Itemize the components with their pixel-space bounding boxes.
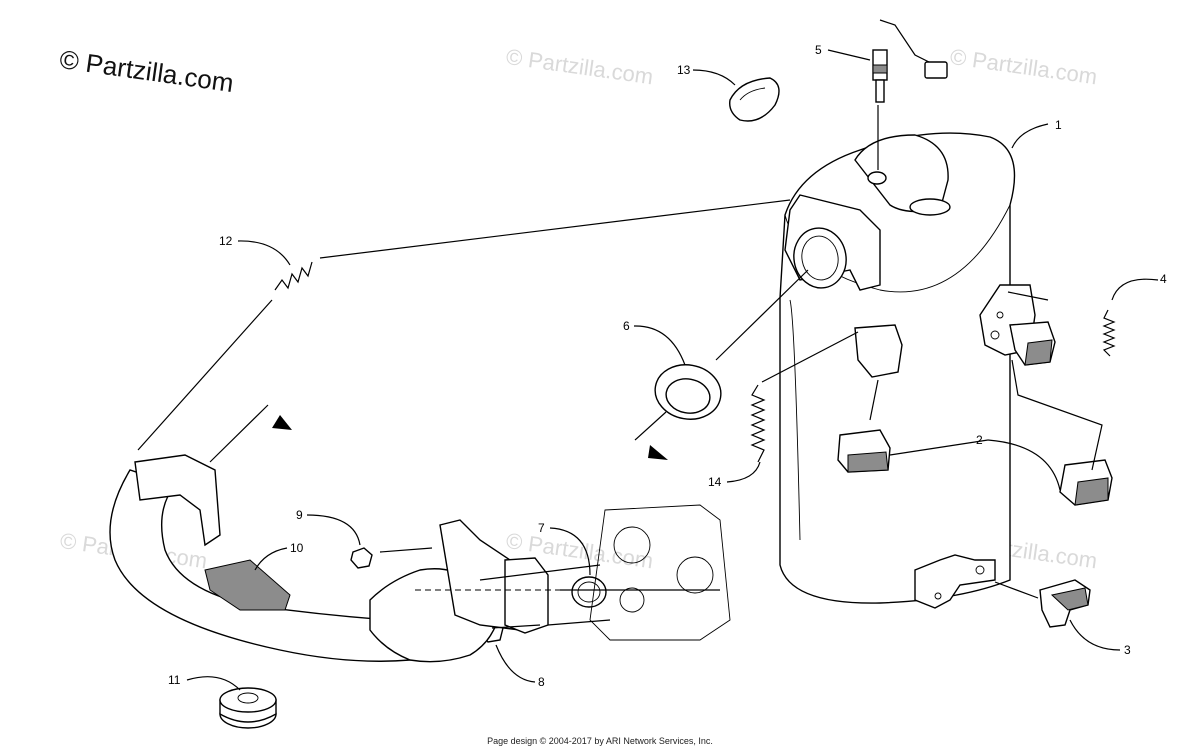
callout-4: 4 [1160,272,1167,286]
callout-leaders [186,49,1159,691]
spring-14 [750,384,766,463]
gasket-6 [654,364,722,420]
nut-9 [350,547,373,569]
callout-3: 3 [1124,643,1131,657]
grommet-set [837,321,1113,506]
callout-13: 13 [677,63,691,77]
spring-4 [1102,309,1116,357]
clamp-13 [729,77,780,122]
callout-6: 6 [623,319,630,333]
callout-8: 8 [538,675,545,689]
engine-head [589,504,731,641]
footer-credit: Page design © 2004-2017 by ARI Network S… [487,736,713,746]
callout-1: 1 [1055,118,1062,132]
header-pipe [109,454,560,663]
callout-9: 9 [296,508,303,522]
isolator-11 [219,687,277,729]
grommet-3 [1039,579,1091,628]
leader-lines [137,105,1103,629]
callout-12: 12 [219,234,233,248]
callout-14: 14 [708,475,722,489]
callout-5: 5 [815,43,822,57]
callout-2: 2 [976,433,983,447]
spring-12 [274,261,313,291]
callout-10: 10 [290,541,304,555]
oxygen-sensor [872,19,948,103]
callout-11: 11 [168,673,181,687]
gasket-7 [571,576,607,608]
muffler [779,132,1036,609]
callout-7: 7 [538,521,545,535]
